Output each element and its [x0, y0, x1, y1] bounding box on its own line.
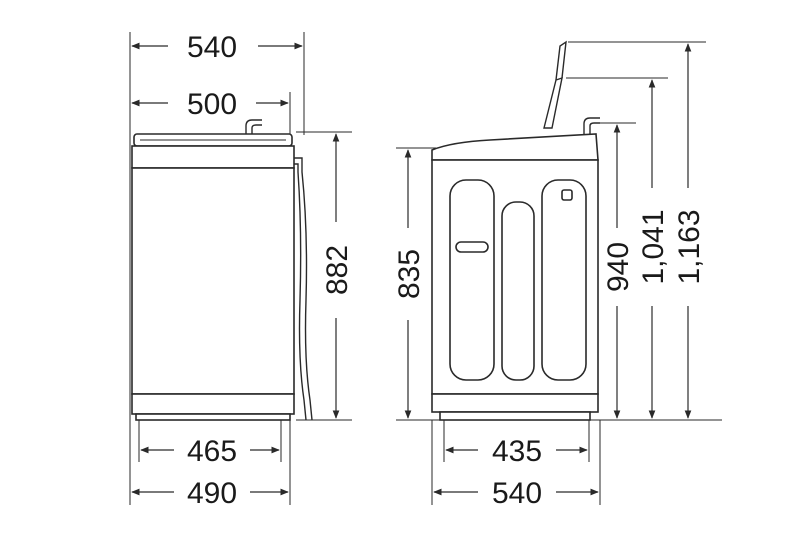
side-washer-outline [431, 40, 600, 421]
front-base-outer-label: 490 [187, 477, 237, 510]
side-height-1163-label: 1,163 [673, 209, 706, 284]
side-body-height-label: 835 [393, 249, 426, 299]
side-height-940-label: 940 [602, 242, 635, 292]
side-base-outer-label: 540 [492, 477, 542, 510]
front-top-width-label: 540 [187, 31, 237, 64]
front-view: 540 500 882 465 490 [129, 31, 354, 510]
side-height-1041-label: 1,041 [637, 209, 670, 284]
front-lid-width-label: 500 [187, 88, 237, 121]
side-view: 835 940 1,041 1,163 435 540 [393, 40, 722, 510]
front-height-label: 882 [321, 245, 354, 295]
front-washer-outline [131, 119, 313, 421]
front-base-inner-label: 465 [187, 435, 237, 468]
side-base-inner-label: 435 [492, 435, 542, 468]
